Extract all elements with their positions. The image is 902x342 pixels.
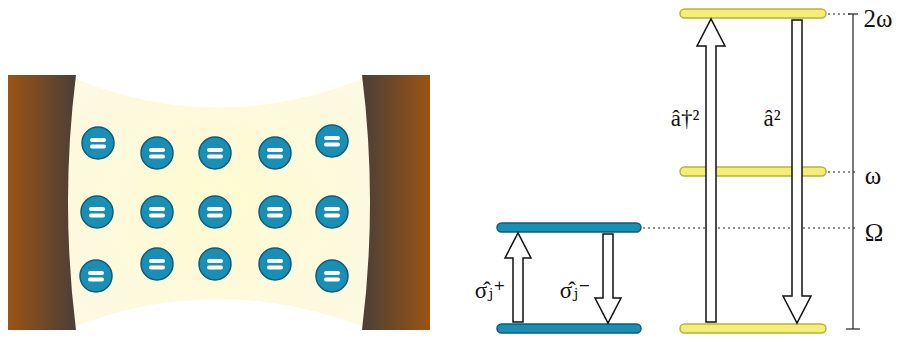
energy-label: ω	[865, 163, 881, 188]
operator-label: â²	[763, 107, 780, 130]
one-photon-level	[680, 167, 826, 176]
atom-body	[259, 196, 291, 228]
atom-body	[141, 196, 173, 228]
up-arrow	[505, 233, 531, 322]
bracket-tick	[846, 328, 860, 329]
atom-bar	[324, 214, 340, 218]
energy-label: Ω	[865, 220, 884, 245]
atom-body	[141, 248, 173, 280]
atom-bar	[149, 214, 165, 218]
atom-body	[259, 137, 291, 169]
atom-bar	[207, 214, 223, 218]
atom-bar	[324, 207, 340, 211]
atom-bar	[89, 207, 105, 211]
atom-bar	[267, 266, 283, 270]
atom-excited-level	[497, 223, 641, 232]
atom-bar	[324, 143, 340, 147]
atom-bar	[90, 145, 106, 149]
atom-bar	[149, 266, 165, 270]
atom-bar	[267, 207, 283, 211]
atom-bar	[88, 278, 104, 282]
dotted-guide	[643, 227, 856, 228]
atom-bar	[88, 271, 104, 275]
two-photon-level	[680, 9, 826, 18]
atom-array	[80, 125, 348, 292]
atom-bar	[207, 266, 223, 270]
atom-ground-level	[497, 324, 641, 333]
atom-body	[199, 196, 231, 228]
bracket-tick	[848, 13, 858, 14]
atom	[259, 137, 291, 169]
dotted-guide	[828, 13, 850, 14]
atom-bar	[267, 214, 283, 218]
operator-label: σ̂ⱼ⁺	[475, 279, 506, 302]
atom-bar	[149, 207, 165, 211]
atom-bar	[267, 148, 283, 152]
cavity-mode	[66, 75, 372, 330]
atom-bar	[207, 148, 223, 152]
atom-bar	[267, 259, 283, 263]
down-arrow	[595, 234, 621, 323]
vacuum-level	[680, 324, 826, 333]
right-mirror	[362, 75, 430, 330]
atom-body	[80, 260, 112, 292]
atom	[141, 196, 173, 228]
atom-body	[141, 137, 173, 169]
atom-body	[316, 196, 348, 228]
atom	[199, 137, 231, 169]
operator-label: σ̂ⱼ⁻	[560, 279, 591, 302]
atom-bar	[90, 138, 106, 142]
atom	[199, 248, 231, 280]
atom-body	[199, 137, 231, 169]
atom-bar	[324, 271, 340, 275]
guides	[643, 14, 860, 329]
atom-body	[199, 248, 231, 280]
atom-bar	[207, 259, 223, 263]
atom	[81, 196, 113, 228]
energy-levels	[497, 9, 826, 333]
atom-bar	[324, 136, 340, 140]
atom-bar	[89, 214, 105, 218]
atom	[259, 196, 291, 228]
energy-bracket	[852, 14, 853, 329]
atom	[80, 260, 112, 292]
atom-bar	[149, 148, 165, 152]
atom-bar	[149, 259, 165, 263]
up-arrow	[697, 19, 725, 322]
atom-body	[82, 127, 114, 159]
atom-body	[316, 260, 348, 292]
atom-bar	[207, 207, 223, 211]
left-mirror	[8, 75, 76, 330]
atom-bar	[207, 155, 223, 159]
transition-arrows	[505, 19, 811, 323]
atom	[259, 248, 291, 280]
dotted-guide	[828, 171, 856, 172]
atom-bar	[149, 155, 165, 159]
atom	[199, 196, 231, 228]
atom	[141, 137, 173, 169]
atom-body	[81, 196, 113, 228]
atom	[316, 260, 348, 292]
atom-bar	[267, 155, 283, 159]
atom-body	[259, 248, 291, 280]
energy-label: 2ω	[864, 6, 893, 31]
atom-body	[316, 125, 348, 157]
atom	[316, 196, 348, 228]
down-arrow	[783, 20, 811, 323]
atom-bar	[324, 278, 340, 282]
atom	[316, 125, 348, 157]
atom	[82, 127, 114, 159]
atom	[141, 248, 173, 280]
operator-label: â†²	[671, 107, 700, 130]
